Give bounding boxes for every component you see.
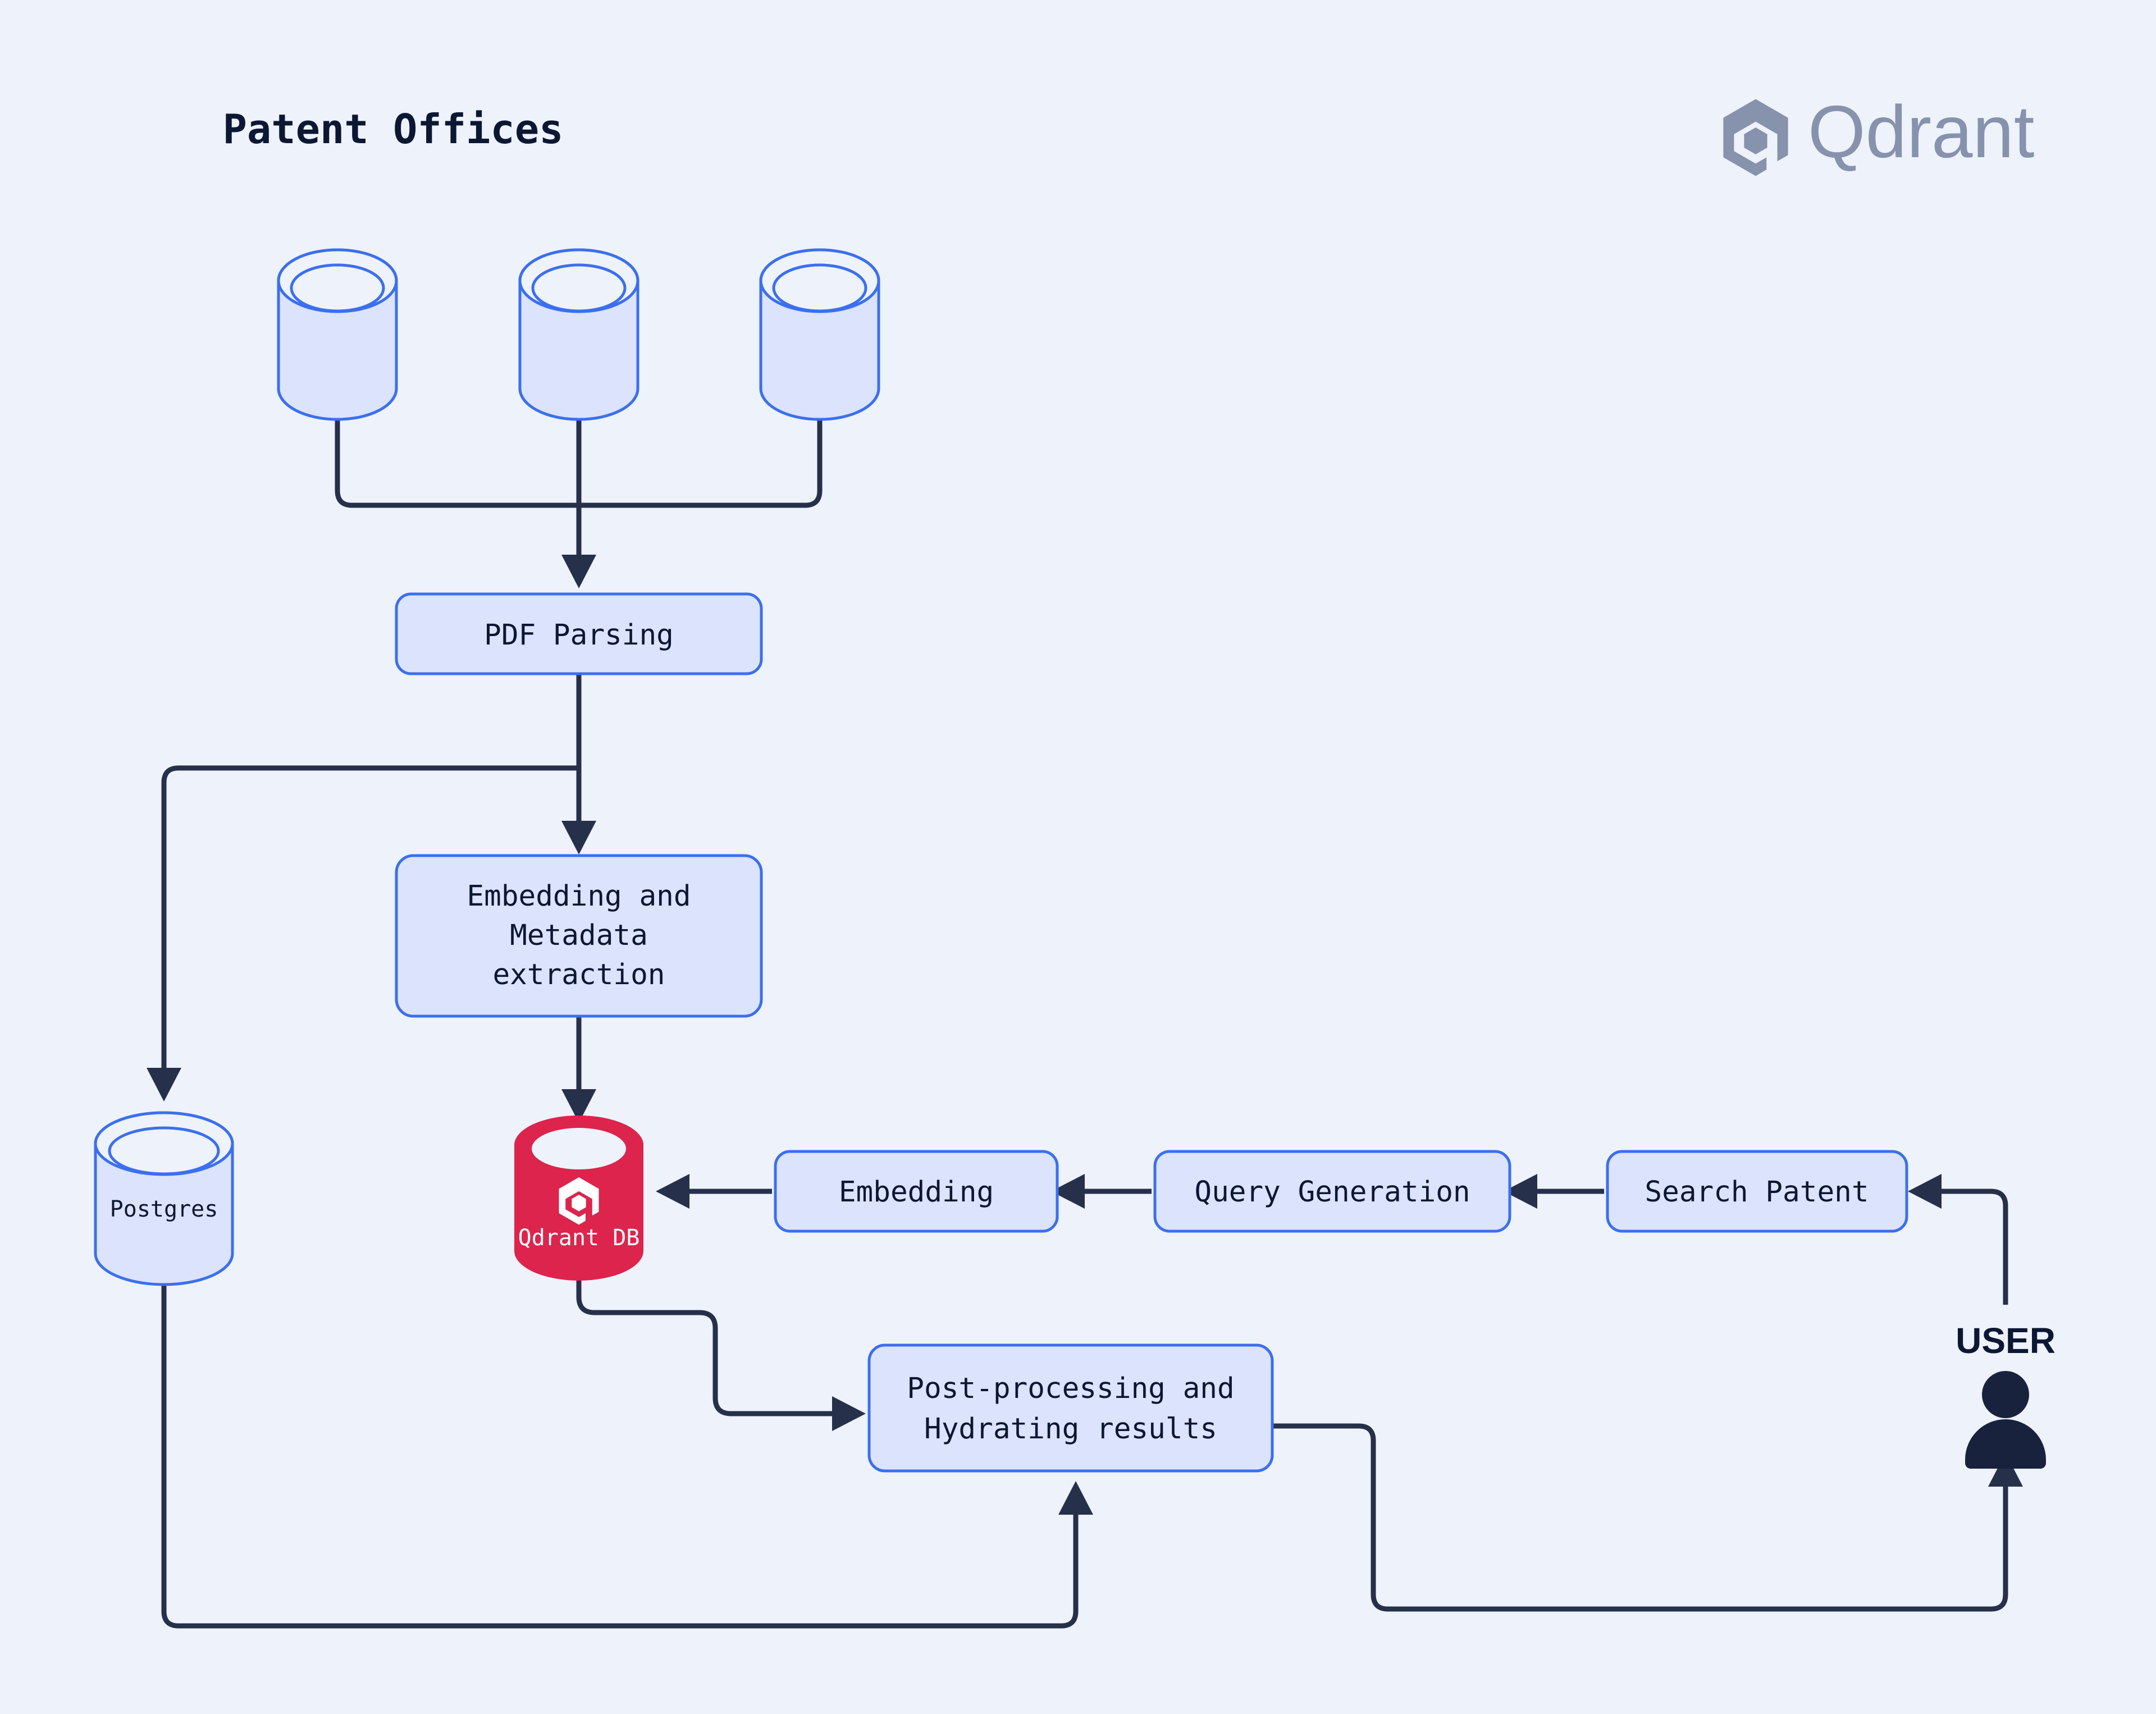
node-embedding-metadata-label-line-2: Metadata xyxy=(510,919,648,952)
user-person-icon xyxy=(1965,1371,2046,1469)
node-qdrant-db[interactable]: Qdrant DB xyxy=(514,1116,643,1281)
arrowhead-qdrant-db-to-post-processing xyxy=(832,1396,866,1431)
qdrant-hexagon-logo-icon xyxy=(559,1177,599,1225)
source-db-2[interactable] xyxy=(518,248,640,421)
arrowhead-search-patent-to-query-generation xyxy=(1504,1174,1537,1209)
node-pdf-parsing[interactable]: PDF Parsing xyxy=(395,592,763,675)
edge-source-db-1-to-bus xyxy=(335,420,578,508)
node-embedding[interactable]: Embedding xyxy=(774,1150,1059,1233)
node-search-patent-label: Search Patent xyxy=(1645,1176,1869,1209)
qdrant-hexagon-logo-icon xyxy=(1723,99,1788,176)
node-postgres[interactable]: Postgres xyxy=(94,1111,234,1286)
node-postgres-label: Postgres xyxy=(110,1196,218,1222)
node-embedding-label: Embedding xyxy=(839,1176,994,1209)
arrowhead-to-qdrant-db xyxy=(561,1089,596,1123)
node-post-processing-label-line-1: Post-processing and xyxy=(907,1372,1234,1405)
arrowhead-post-processing-to-user xyxy=(1988,1453,2023,1487)
node-post-processing[interactable]: Post-processing and Hydrating results xyxy=(867,1343,1274,1473)
arrowhead-user-to-search-patent xyxy=(1908,1174,1942,1209)
node-query-generation-label: Query Generation xyxy=(1194,1176,1470,1209)
source-db-1[interactable] xyxy=(277,248,398,421)
node-user[interactable]: USER xyxy=(1956,1320,2055,1469)
brand-logo: Qdrant xyxy=(1723,90,2035,176)
edge-qdrant-db-to-post-processing xyxy=(576,1280,842,1416)
node-embedding-metadata-label-line-3: extraction xyxy=(492,958,665,991)
arrowhead-query-generation-to-embedding xyxy=(1051,1174,1085,1209)
edges-layer xyxy=(147,420,2023,1629)
edge-source-db-3-to-bus xyxy=(579,420,823,508)
brand-name: Qdrant xyxy=(1808,90,2035,173)
arrowhead-to-postgres xyxy=(147,1068,181,1101)
node-pdf-parsing-label: PDF Parsing xyxy=(484,619,674,652)
node-embedding-metadata[interactable]: Embedding and Metadata extraction xyxy=(395,854,763,1018)
arrowhead-to-pdf-parsing xyxy=(561,555,596,588)
arrowhead-to-embedding-metadata xyxy=(561,821,596,854)
arrowhead-postgres-to-post-processing xyxy=(1058,1481,1093,1515)
edge-pdf-parsing-to-postgres xyxy=(161,765,579,1078)
node-post-processing-label-line-2: Hydrating results xyxy=(924,1413,1217,1446)
page-title: Patent Offices xyxy=(223,106,564,153)
edge-postgres-to-post-processing xyxy=(161,1285,1079,1629)
node-query-generation[interactable]: Query Generation xyxy=(1153,1150,1511,1233)
edge-user-to-search-patent xyxy=(1931,1189,2008,1305)
node-search-patent[interactable]: Search Patent xyxy=(1606,1150,1908,1233)
node-embedding-metadata-label-line-1: Embedding and xyxy=(467,880,691,913)
source-db-3[interactable] xyxy=(759,248,880,421)
edge-post-processing-to-user xyxy=(1272,1423,2008,1612)
arrowhead-embedding-to-qdrant-db xyxy=(656,1174,689,1209)
node-qdrant-db-label: Qdrant DB xyxy=(518,1225,640,1251)
node-user-label: USER xyxy=(1956,1320,2055,1361)
